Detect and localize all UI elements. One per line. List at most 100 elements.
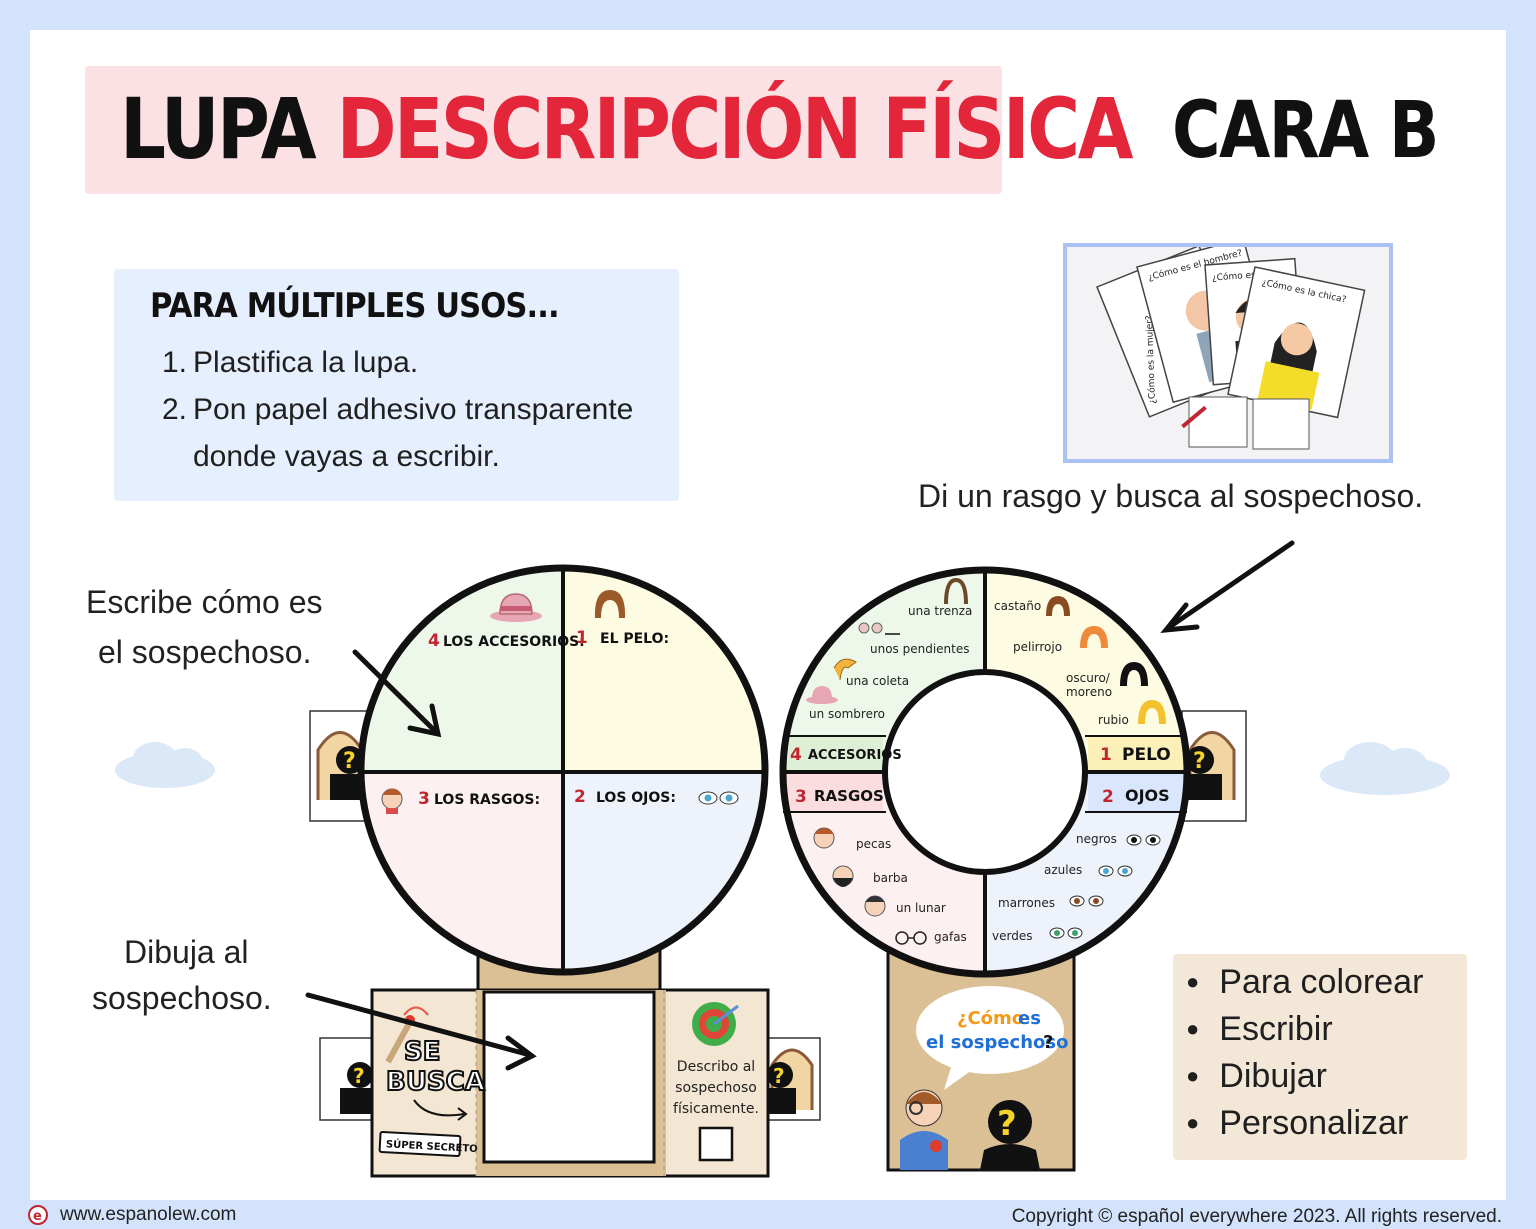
hair-blonde-icon bbox=[1138, 700, 1166, 724]
pelo-item: castaño bbox=[994, 599, 1041, 613]
feature-item: ●Dibujar bbox=[1186, 1057, 1328, 1095]
svg-text:?: ? bbox=[343, 749, 356, 774]
feature-item-text: Para colorear bbox=[1219, 963, 1424, 1001]
eyes-icon bbox=[698, 791, 739, 805]
suspect-card-mid-bottom: ? bbox=[765, 1037, 821, 1121]
blue-eyes-icon bbox=[1098, 865, 1133, 877]
feature-item-text: Personalizar bbox=[1219, 1104, 1409, 1142]
right-accesorios-label: ACCESORIOS bbox=[808, 748, 902, 763]
pelo-item: moreno bbox=[1066, 685, 1112, 699]
right-pelo-number: 1 bbox=[1100, 745, 1112, 765]
pelo-item: pelirrojo bbox=[1013, 640, 1062, 654]
svg-text:?: ? bbox=[1193, 749, 1206, 774]
green-eyes-icon bbox=[1049, 927, 1083, 939]
hair-icon-brown bbox=[594, 590, 626, 618]
title-black-part: LUPA bbox=[120, 80, 317, 178]
arrow-to-drawing-box bbox=[305, 992, 537, 1071]
hat-icon bbox=[490, 593, 542, 622]
svg-text:?: ? bbox=[997, 1104, 1017, 1144]
title-red-part: DESCRIPCIÓN FÍSICA bbox=[336, 80, 1134, 178]
right-accesorios-number: 4 bbox=[790, 745, 802, 765]
brown-eyes-icon bbox=[1069, 895, 1104, 907]
usos-item-text: Pon papel adhesivo transparente bbox=[193, 393, 634, 426]
usos-item-number: 2. bbox=[162, 393, 188, 426]
page-title: LUPA DESCRIPCIÓN FÍSICA bbox=[120, 80, 1134, 178]
usos-title: PARA MÚLTIPLES USOS... bbox=[150, 286, 560, 326]
accesorio-item: unos pendientes bbox=[870, 642, 970, 656]
describo-line3: físicamente. bbox=[673, 1101, 759, 1117]
hair-red-icon bbox=[1080, 626, 1108, 648]
suspect-silhouette-icon: ? bbox=[980, 1100, 1040, 1170]
busca-arrow bbox=[413, 1099, 465, 1117]
speech-bubble bbox=[916, 986, 1064, 1090]
hat-icon-small bbox=[806, 686, 838, 704]
lens-window[interactable] bbox=[882, 669, 1088, 875]
feature-item-text: Dibujar bbox=[1219, 1057, 1328, 1095]
suspect-card-left-bottom: ? bbox=[319, 1037, 375, 1121]
photo-ribbon bbox=[1181, 405, 1207, 429]
right-rasgos-number: 3 bbox=[795, 787, 807, 807]
usos-item-number: 1. bbox=[162, 346, 188, 379]
side-label: CARA B bbox=[1172, 86, 1439, 176]
bubble-question-mark: ? bbox=[1043, 1032, 1053, 1053]
freckles-face-icon bbox=[813, 827, 835, 849]
right-pelo-label: PELO bbox=[1122, 745, 1171, 765]
face-freckles-icon bbox=[381, 788, 403, 814]
right-ojos-number: 2 bbox=[1102, 787, 1114, 807]
svg-text:?: ? bbox=[773, 1064, 785, 1088]
usos-item-1: 1.Plastifica la lupa. bbox=[162, 346, 418, 380]
website-link[interactable]: www.espanolew.com bbox=[60, 1204, 237, 1225]
target-icon bbox=[692, 1002, 739, 1046]
ojos-item: verdes bbox=[992, 929, 1032, 943]
left-q1-label: EL PELO: bbox=[600, 631, 669, 647]
hair-dark-icon bbox=[1120, 662, 1148, 686]
ojos-item: azules bbox=[1044, 863, 1082, 877]
cloud-right bbox=[1320, 742, 1450, 795]
describo-checkbox[interactable] bbox=[698, 1126, 734, 1162]
drawing-box[interactable] bbox=[482, 990, 656, 1164]
left-q4-number: 4 bbox=[428, 631, 440, 651]
caption-find-suspect: Di un rasgo y busca al sospechoso. bbox=[918, 478, 1424, 514]
bubble-word-es: es bbox=[1018, 1008, 1041, 1029]
suspect-card-right-top: ? bbox=[1181, 710, 1247, 822]
svg-text:¿Cómo es la mujer?: ¿Cómo es la mujer? bbox=[1144, 315, 1158, 404]
title-band bbox=[85, 66, 1002, 194]
ponytail-icon bbox=[833, 658, 857, 681]
caption-write-line1: Escribe cómo es bbox=[86, 584, 323, 620]
black-eyes-icon bbox=[1126, 834, 1161, 846]
busca-label: BUSCA bbox=[386, 1067, 485, 1097]
glasses-icon bbox=[895, 931, 927, 945]
arrow-to-left-lens bbox=[352, 649, 442, 738]
rasgo-item: pecas bbox=[856, 837, 891, 851]
secret-stamp: SÚPER SECRETO bbox=[378, 1131, 478, 1157]
cloud-left bbox=[115, 742, 215, 788]
detective-boy-icon bbox=[900, 1089, 948, 1170]
pelo-item: rubio bbox=[1098, 713, 1129, 727]
braid-icon bbox=[944, 577, 968, 605]
right-ojos-label: OJOS bbox=[1125, 786, 1170, 805]
left-q3-label: LOS RASGOS: bbox=[434, 792, 540, 808]
caption-draw-line2: sospechoso. bbox=[92, 980, 272, 1016]
left-lens bbox=[357, 564, 769, 976]
left-q3-number: 3 bbox=[418, 789, 430, 809]
mole-face-icon bbox=[864, 895, 886, 917]
photo-mini-card bbox=[1252, 398, 1310, 450]
arrow-to-right-lens bbox=[1160, 540, 1295, 634]
svg-text:e: e bbox=[33, 1209, 42, 1224]
svg-text:?: ? bbox=[353, 1064, 365, 1088]
usos-item-text: Plastifica la lupa. bbox=[193, 346, 419, 379]
bubble-question-start: ¿Cómo bbox=[957, 1008, 1024, 1029]
features-box bbox=[1173, 954, 1467, 1160]
caption-write-line2: el sospechoso. bbox=[98, 634, 312, 670]
pelo-item: oscuro/ bbox=[1066, 671, 1111, 685]
espanolew-logo-icon: e bbox=[28, 1205, 48, 1225]
bubble-question-end: el sospechoso bbox=[926, 1032, 1068, 1053]
photo-mini-card bbox=[1188, 396, 1248, 448]
usos-item-2: 2.Pon papel adhesivo transparente bbox=[162, 393, 633, 427]
accesorio-item: un sombrero bbox=[809, 707, 885, 721]
left-q1-number: 1 bbox=[576, 628, 588, 648]
feature-item-text: Escribir bbox=[1219, 1010, 1333, 1048]
se-label: SE bbox=[404, 1037, 441, 1067]
copyright-text: Copyright © español everywhere 2023. All… bbox=[1011, 1206, 1502, 1227]
left-q2-number: 2 bbox=[574, 787, 586, 807]
